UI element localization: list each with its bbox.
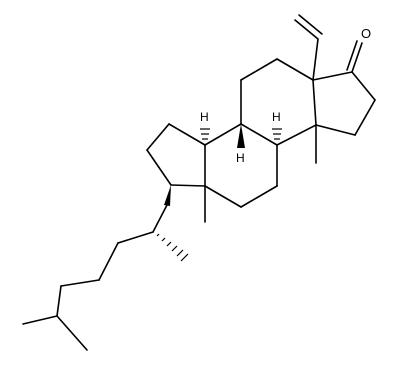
ring-c <box>240 58 317 146</box>
h-upper-right-label: H <box>272 110 281 124</box>
ring-b <box>204 123 278 208</box>
oxygen-label: O <box>361 26 371 41</box>
h-upper-left-label: H <box>200 110 209 124</box>
ring-d <box>312 71 376 136</box>
carbonyl-double-bond <box>346 40 363 73</box>
wedge-bond-center-h <box>237 124 245 148</box>
vinyl-group <box>294 14 323 81</box>
ring-a <box>146 123 206 187</box>
h-center-label: H <box>236 151 245 165</box>
hash-bond-side-chain-methyl <box>156 233 189 262</box>
hash-bond-upper-right <box>272 128 282 140</box>
hash-bond-upper-left <box>200 128 210 140</box>
side-chain <box>22 185 171 351</box>
